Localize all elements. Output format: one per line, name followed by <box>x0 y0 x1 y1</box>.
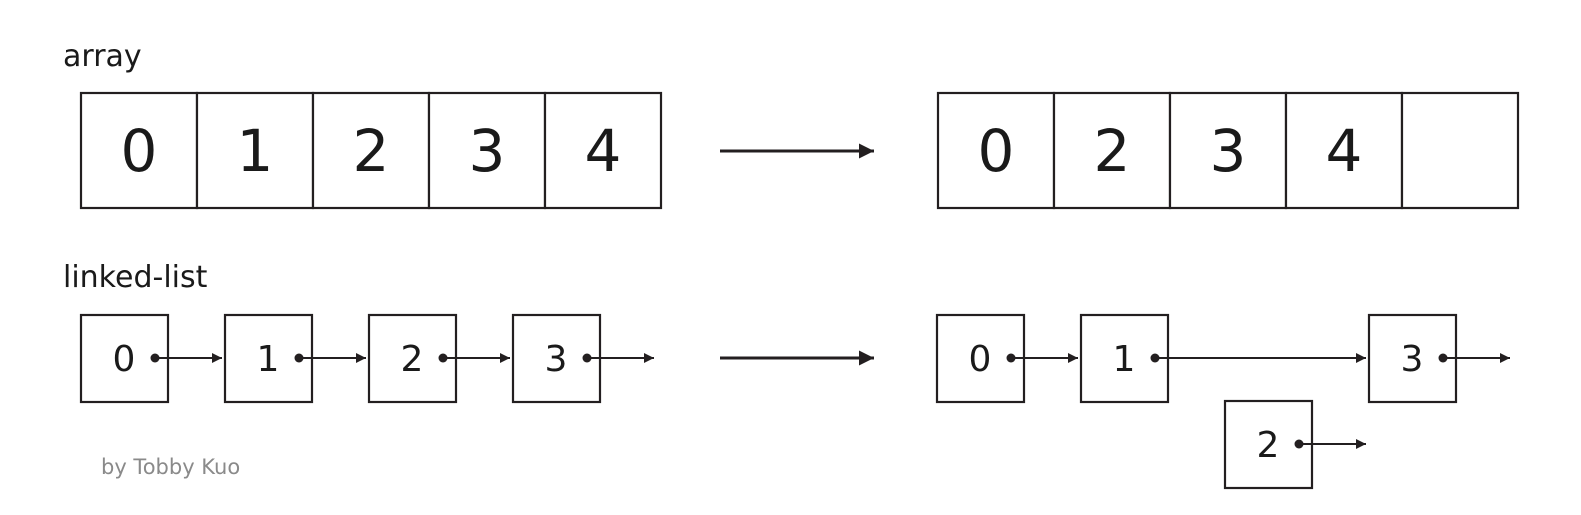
list-node: 0 <box>935 313 1078 404</box>
list-node-value: 0 <box>113 339 136 380</box>
array-cell: 3 <box>1168 91 1288 210</box>
array-cell: 4 <box>543 91 663 210</box>
array-cell-box <box>79 91 199 210</box>
array-cell-value: 4 <box>585 117 622 185</box>
list-node: 3 <box>1367 313 1510 404</box>
list-node-value: 1 <box>257 339 280 380</box>
list-node: 2 <box>367 313 510 404</box>
list-node: 1 <box>223 313 366 404</box>
linked-list-before: 0 1 2 3 <box>79 313 654 404</box>
array-cell-value: 0 <box>121 117 158 185</box>
array-cell: 0 <box>936 91 1056 210</box>
array-cell: 2 <box>311 91 431 210</box>
array-cell-value: 2 <box>1094 117 1131 185</box>
list-node-value: 2 <box>401 339 424 380</box>
array-cell-value: 3 <box>469 117 506 185</box>
array-cell-box <box>195 91 315 210</box>
author-credit: by Tobby Kuo <box>101 455 240 479</box>
list-node-value: 0 <box>969 339 992 380</box>
array-cell-box <box>1400 91 1520 210</box>
array-cell: 4 <box>1284 91 1404 210</box>
array-label: array <box>63 39 142 74</box>
list-node: 3 <box>511 313 654 404</box>
array-cell-empty <box>1400 91 1520 210</box>
list-node-value: 3 <box>545 339 568 380</box>
array-cell: 0 <box>79 91 199 210</box>
array-before: 0 1 2 3 4 <box>79 91 663 210</box>
array-cell-box <box>543 91 663 210</box>
array-cell-box <box>1284 91 1404 210</box>
array-cell: 1 <box>195 91 315 210</box>
linked-list-label: linked-list <box>63 260 208 295</box>
list-node-value: 3 <box>1401 339 1424 380</box>
list-node-value: 2 <box>1257 425 1280 466</box>
array-cell-box <box>311 91 431 210</box>
removed-list-node: 2 <box>1223 399 1366 490</box>
list-node-value: 1 <box>1113 339 1136 380</box>
array-cell: 3 <box>427 91 547 210</box>
array-cell-value: 0 <box>978 117 1015 185</box>
array-cell-box <box>936 91 1056 210</box>
array-cell-value: 4 <box>1326 117 1363 185</box>
array-cell-value: 1 <box>237 117 274 185</box>
array-cell: 2 <box>1052 91 1172 210</box>
array-after: 0 2 3 4 <box>936 91 1520 210</box>
array-cell-value: 3 <box>1210 117 1247 185</box>
array-cell-value: 2 <box>353 117 390 185</box>
linked-list-after: 0 1 3 2 <box>935 313 1510 490</box>
list-node: 0 <box>79 313 222 404</box>
list-node: 1 <box>1079 313 1366 404</box>
